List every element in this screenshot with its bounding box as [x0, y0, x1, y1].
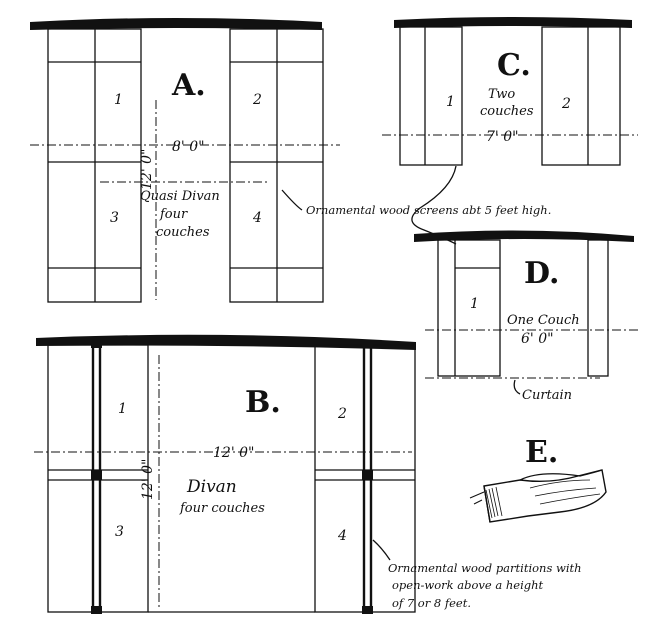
plan-c-couch-2: 2	[561, 96, 571, 112]
screens-note: Ornamental wood screens abt 5 feet high.	[306, 203, 551, 217]
plan-b-post	[91, 340, 102, 348]
plan-b-width: 12' 0"	[213, 445, 254, 461]
plan-c-width: 7' 0"	[486, 129, 519, 145]
plan-a-letter: A.	[171, 68, 206, 103]
partitions-note-2: open-work above a height	[392, 578, 544, 592]
plan-b-couch-4: 4	[337, 528, 347, 544]
plan-e: E.	[469, 435, 607, 523]
plan-c-wall	[394, 17, 632, 28]
plan-a-couch-4: 4	[252, 210, 262, 226]
plan-a-width: 8' 0"	[172, 139, 205, 155]
plan-b-depth: 12' 0"	[140, 459, 156, 500]
plan-a-label-2: four	[159, 207, 188, 222]
plan-b-label-2: four couches	[179, 501, 265, 516]
plan-a-label-3: couches	[156, 225, 210, 240]
plan-a-couch-3: 3	[110, 210, 119, 226]
plan-b: B. 1 2 3 4 12' 0" 12' 0" Divan four couc…	[34, 334, 416, 614]
plan-b-couch-3: 3	[115, 524, 124, 540]
plan-c-left-stall	[399, 26, 463, 166]
plan-e-letter: E.	[525, 435, 558, 470]
plan-d-right-stall	[587, 239, 609, 377]
plan-c-couch-1: 1	[446, 94, 455, 110]
plan-d-label: One Couch	[507, 313, 580, 328]
plan-b-couch-1: 1	[118, 401, 127, 417]
screens-leader-a	[281, 189, 303, 211]
partitions-note-1: Ornamental wood partitions with	[388, 561, 582, 575]
plan-c-right-stall	[541, 26, 621, 166]
plan-a: A. 1 2 3 4 8' 0" 12' 0" Quasi Divan four…	[30, 18, 340, 303]
plan-a-wall	[30, 18, 322, 30]
plan-b-wall	[36, 334, 416, 350]
curtain-note: Curtain	[522, 388, 572, 403]
plan-a-depth: 12' 0"	[139, 149, 155, 190]
plan-b-couch-2: 2	[337, 406, 347, 422]
plan-b-letter: B.	[245, 385, 281, 420]
plan-a-couch-1: 1	[114, 92, 123, 108]
plan-a-couch-2: 2	[252, 92, 262, 108]
plan-c: C. 1 2 Two couches 7' 0"	[382, 17, 638, 166]
plan-d-left-stall	[437, 239, 501, 377]
plan-d: D. 1 One Couch 6' 0" Curtain	[414, 230, 640, 403]
partitions-leader	[372, 539, 391, 561]
curtain-leader	[513, 379, 521, 395]
plan-d-letter: D.	[524, 256, 559, 291]
plan-d-couch-1: 1	[470, 296, 479, 312]
plan-c-label-2: couches	[480, 104, 534, 119]
plan-b-label-1: Divan	[186, 477, 237, 497]
plan-c-label-1: Two	[488, 87, 515, 102]
plan-c-letter: C.	[497, 48, 531, 83]
plan-e-couch-sketch	[469, 469, 607, 523]
plan-a-label-1: Quasi Divan	[140, 189, 220, 204]
plan-d-wall	[414, 230, 634, 242]
partitions-note-3: of 7 or 8 feet.	[392, 596, 471, 610]
plan-d-width: 6' 0"	[521, 331, 554, 347]
